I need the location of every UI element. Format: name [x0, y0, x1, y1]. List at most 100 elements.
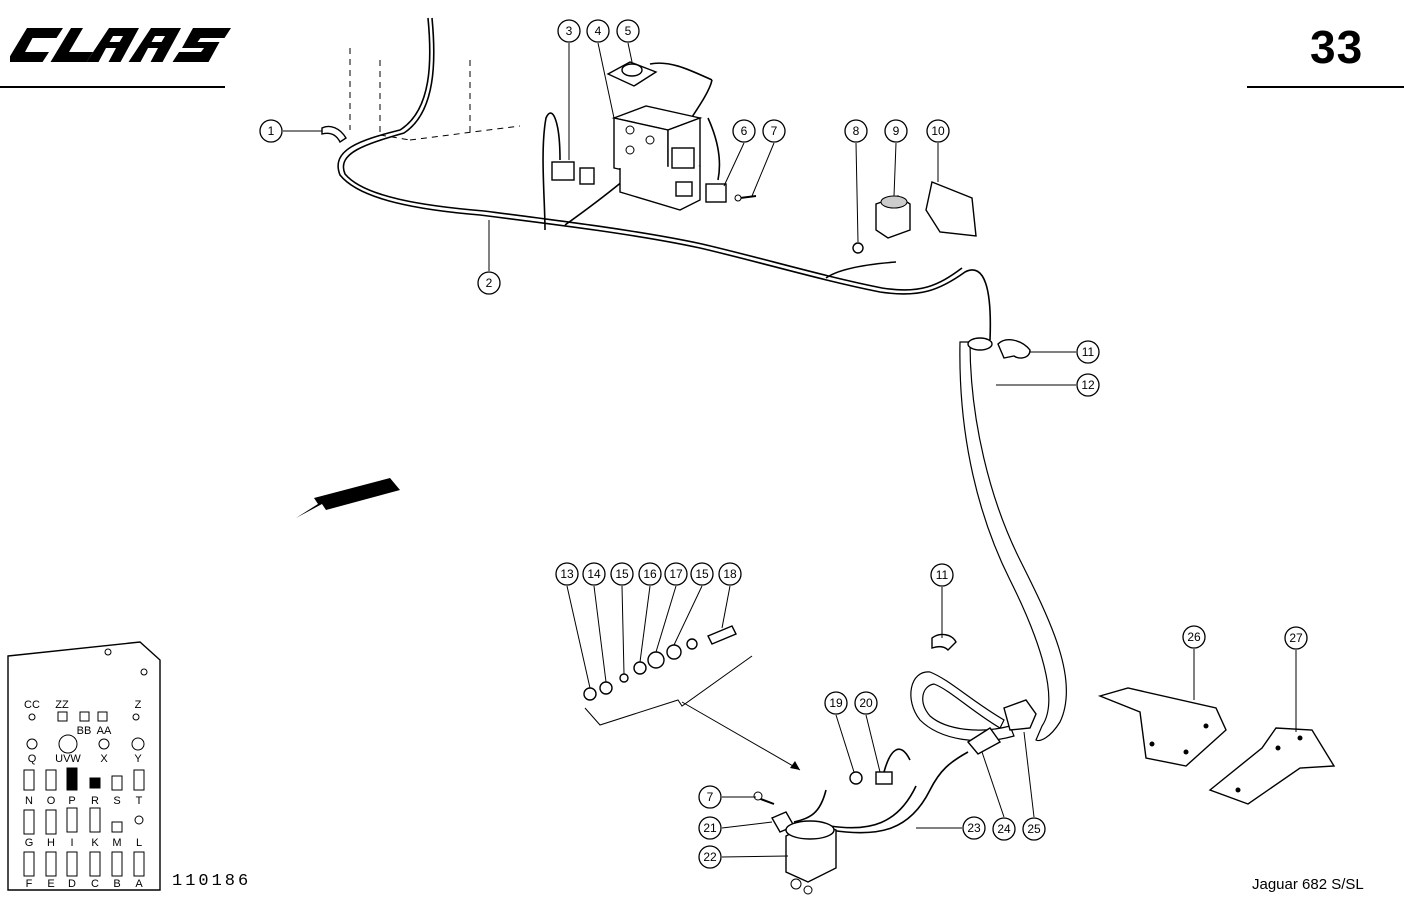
- bracket-part-27: [1208, 727, 1336, 805]
- connector-part-3: [551, 161, 595, 185]
- wire-part-23: [829, 751, 969, 834]
- machine-frame-outline: [349, 48, 521, 141]
- callout-2: 2: [477, 271, 501, 295]
- key-label-aa: AA: [97, 725, 112, 737]
- pressure-switch-part-5: [606, 61, 658, 87]
- callout-15-first: 15: [610, 562, 634, 586]
- svg-text:22: 22: [703, 850, 717, 864]
- clamp-part-11-lower: [931, 633, 957, 651]
- callout-20: 20: [854, 691, 878, 715]
- key-label-zz: ZZ: [55, 699, 69, 711]
- key-label-q: Q: [28, 753, 37, 765]
- callout-10: 10: [926, 119, 950, 143]
- svg-text:10: 10: [931, 124, 945, 138]
- relay-part-9: [875, 195, 911, 239]
- key-label-c: C: [91, 878, 99, 890]
- key-label-g: G: [25, 837, 34, 849]
- svg-text:12: 12: [1081, 378, 1095, 392]
- nut-part-8: [852, 242, 864, 254]
- svg-text:26: 26: [1187, 630, 1201, 644]
- key-label-y: Y: [134, 753, 142, 765]
- key-label-bb: BB: [77, 725, 92, 737]
- callout-6: 6: [732, 119, 756, 143]
- svg-text:27: 27: [1289, 631, 1303, 645]
- svg-text:19: 19: [829, 696, 843, 710]
- callout-16: 16: [638, 562, 662, 586]
- callout-12: 12: [1076, 373, 1100, 397]
- svg-text:13: 13: [560, 567, 574, 581]
- svg-text:25: 25: [1027, 822, 1041, 836]
- svg-text:2: 2: [486, 276, 493, 290]
- clamp-part-11-upper: [997, 339, 1031, 359]
- assembly-pointer-arrow: [681, 701, 801, 771]
- key-label-h: H: [47, 837, 55, 849]
- svg-text:11: 11: [936, 568, 949, 582]
- screw-part-7-top: [734, 194, 757, 202]
- callout-27: 27: [1284, 626, 1308, 650]
- svg-text:5: 5: [625, 24, 632, 38]
- svg-text:6: 6: [741, 124, 748, 138]
- fastener-set-parts-13-18: [583, 625, 753, 726]
- callout-14: 14: [582, 562, 606, 586]
- valve-block-part-4: [611, 105, 703, 211]
- key-label-f: F: [26, 878, 33, 890]
- key-label-o: O: [47, 795, 56, 807]
- key-label-t: T: [136, 795, 143, 807]
- key-label-cc: CC: [24, 699, 40, 711]
- svg-text:24: 24: [997, 822, 1011, 836]
- key-label-m: M: [112, 837, 121, 849]
- callout-13: 13: [555, 562, 579, 586]
- svg-text:17: 17: [669, 567, 683, 581]
- callout-4: 4: [586, 19, 610, 43]
- direction-arrow: [296, 478, 400, 518]
- callout-leaders: [283, 42, 1297, 858]
- callout-25: 25: [1022, 817, 1046, 841]
- key-label-i: I: [70, 837, 73, 849]
- screw-part-7-lower: [753, 791, 775, 805]
- svg-text:1: 1: [268, 124, 275, 138]
- document-number: 110186: [172, 872, 252, 891]
- key-label-a: A: [135, 878, 143, 890]
- callout-8: 8: [844, 119, 868, 143]
- callout-26: 26: [1182, 625, 1206, 649]
- svg-text:21: 21: [703, 821, 717, 835]
- callout-24: 24: [992, 817, 1016, 841]
- claas-logo: [10, 28, 232, 62]
- svg-text:23: 23: [967, 821, 981, 835]
- callout-7-lower: 7: [698, 785, 722, 809]
- callout-11-lower: 11: [930, 563, 954, 587]
- svg-text:15: 15: [695, 567, 709, 581]
- header-rule-right: [1247, 86, 1404, 88]
- key-label-n: N: [25, 795, 33, 807]
- nut-part-19: [849, 771, 863, 785]
- key-label-d: D: [68, 878, 76, 890]
- svg-text:7: 7: [771, 124, 778, 138]
- key-label-x: X: [100, 753, 108, 765]
- callout-7-top: 7: [762, 119, 786, 143]
- svg-text:15: 15: [615, 567, 629, 581]
- svg-text:16: 16: [643, 567, 657, 581]
- corrugated-hose-part-12: [959, 337, 1068, 742]
- svg-text:18: 18: [723, 567, 737, 581]
- callout-9: 9: [884, 119, 908, 143]
- callout-17: 17: [664, 562, 688, 586]
- svg-text:14: 14: [587, 567, 601, 581]
- wiring-harness: [337, 17, 992, 341]
- svg-text:9: 9: [893, 124, 900, 138]
- callout-1: 1: [259, 119, 283, 143]
- callout-11-upper: 11: [1076, 340, 1100, 364]
- key-label-l: L: [136, 837, 142, 849]
- solenoid-part-22: [785, 820, 837, 895]
- svg-text:3: 3: [566, 24, 573, 38]
- svg-text:11: 11: [1082, 345, 1095, 359]
- key-label-e: E: [47, 878, 54, 890]
- model-label: Jaguar 682 S/SL: [1252, 876, 1364, 893]
- bracket-part-10: [925, 181, 977, 237]
- callout-19: 19: [824, 691, 848, 715]
- key-label-s: S: [113, 795, 120, 807]
- page-number: 33: [1310, 21, 1364, 73]
- callout-21: 21: [698, 816, 722, 840]
- callout-22: 22: [698, 845, 722, 869]
- clip-part-1: [321, 125, 347, 144]
- bracket-part-26: [1097, 687, 1227, 767]
